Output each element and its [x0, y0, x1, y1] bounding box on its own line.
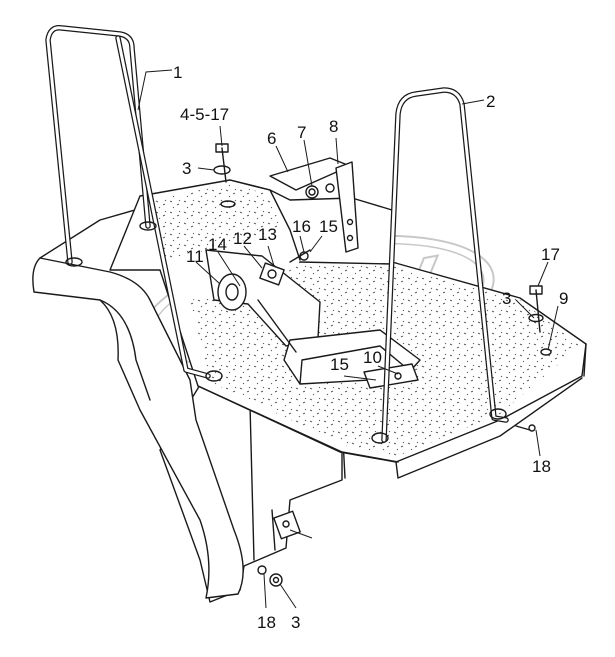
handrail-right	[371, 87, 509, 444]
callout-18-right: 18	[532, 457, 551, 476]
callout-10: 10	[363, 348, 382, 367]
leader-lines	[137, 69, 559, 609]
callout-1: 1	[173, 63, 182, 82]
callout-3-right: 3	[502, 289, 511, 308]
callout-3-bottom: 3	[291, 613, 300, 632]
callout-3-top: 3	[182, 159, 191, 178]
callout-16: 16	[292, 217, 311, 236]
callout-18-bottom: 18	[257, 613, 276, 632]
callout-8: 8	[329, 117, 338, 136]
callouts: 1 2 4-5-17 3 6 7 8 16 15 11 14 12 13 17 …	[173, 63, 568, 632]
callout-2: 2	[486, 92, 495, 111]
callout-11: 11	[186, 247, 204, 266]
callout-14: 14	[208, 235, 227, 254]
support-body	[159, 384, 346, 603]
handrail-left	[45, 25, 223, 382]
callout-13: 13	[258, 225, 277, 244]
callout-4-5-17: 4-5-17	[180, 105, 229, 124]
callout-7: 7	[297, 123, 306, 142]
callout-15-bottom: 15	[330, 355, 349, 374]
callout-12: 12	[233, 229, 252, 248]
callout-15-top: 15	[319, 217, 338, 236]
callout-6: 6	[267, 129, 276, 148]
callout-9: 9	[559, 289, 568, 308]
callout-17: 17	[541, 245, 560, 264]
